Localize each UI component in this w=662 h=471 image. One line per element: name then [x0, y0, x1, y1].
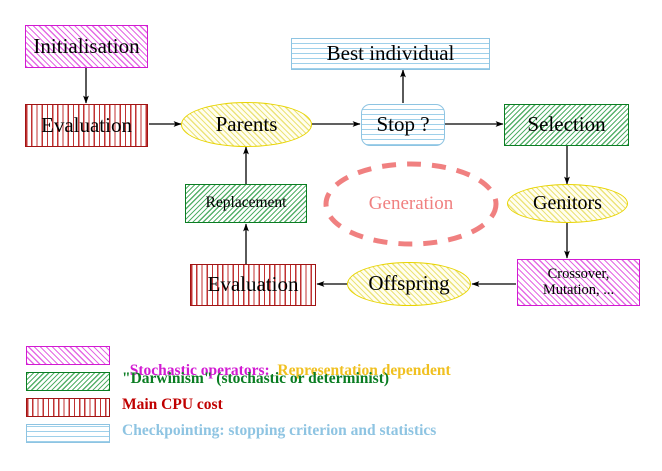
legend-swatch-stochastic: [26, 346, 110, 365]
node-crossover-mutation[interactable]: Crossover, Mutation, ...: [517, 259, 640, 306]
legend-row-checkpointing: Checkpointing: stopping criterion and st…: [122, 422, 437, 439]
legend-swatch-darwinism: [26, 372, 110, 391]
node-generation-outline: [323, 161, 499, 247]
node-initialisation[interactable]: Initialisation: [25, 25, 148, 68]
node-genitors[interactable]: Genitors: [507, 184, 628, 223]
node-stop[interactable]: Stop ?: [361, 104, 445, 146]
node-replacement[interactable]: Replacement: [185, 184, 307, 223]
node-selection[interactable]: Selection: [504, 104, 629, 146]
legend-row-darwinism: "Darwinism" (stochastic or determinist): [122, 370, 390, 387]
legend-row-stochastic: Stochastic operators: Representation dep…: [122, 344, 451, 380]
node-offspring[interactable]: Offspring: [347, 262, 471, 306]
legend-swatch-cpu-cost: [26, 398, 110, 417]
node-evaluation-top[interactable]: Evaluation: [25, 104, 148, 147]
legend-row-cpu-cost: Main CPU cost: [122, 396, 223, 413]
legend-label-stochastic: Stochastic operators:: [129, 362, 270, 379]
legend-swatch-checkpointing: [26, 424, 110, 443]
node-generation-label: Generation: [368, 193, 454, 214]
node-evaluation-bottom[interactable]: Evaluation: [190, 264, 316, 306]
node-best-individual[interactable]: Best individual: [291, 38, 490, 70]
legend-label-representation: Representation dependent: [277, 362, 451, 379]
node-parents[interactable]: Parents: [181, 102, 312, 147]
